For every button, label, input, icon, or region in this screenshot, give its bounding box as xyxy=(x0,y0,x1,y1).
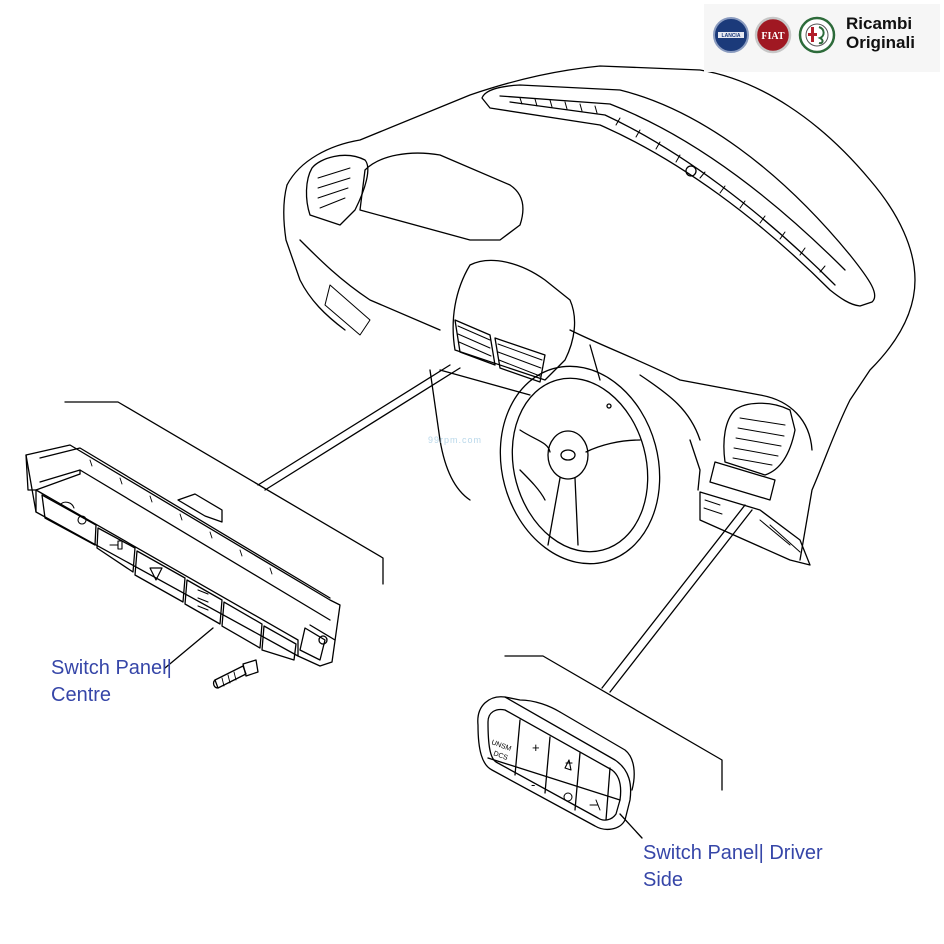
watermark: 99rpm.com xyxy=(428,435,483,445)
lancia-badge-text: LANCIA xyxy=(722,33,741,39)
label-centre-line-2: Centre xyxy=(51,684,112,706)
label-switch-panel-driver-side: Switch Panel| Driver Side xyxy=(643,840,883,894)
fiat-badge-icon: FIAT xyxy=(754,16,792,54)
fiat-badge-text: FIAT xyxy=(761,31,784,42)
brand-line-1: Ricambi xyxy=(846,14,913,33)
steering-wheel xyxy=(499,365,661,565)
lancia-badge-icon: LANCIA xyxy=(712,16,750,54)
switch-panel-driver-side xyxy=(477,696,635,831)
brand-title: Ricambi Originali xyxy=(846,14,915,52)
switch-panel-centre xyxy=(25,444,341,667)
leader-lines xyxy=(64,364,753,839)
label-driver-line-1: Switch Panel| Driver xyxy=(643,842,823,864)
dashboard-assembly xyxy=(283,65,916,566)
label-driver-line-2: Side xyxy=(643,869,684,891)
driver-plus-symbol: + xyxy=(532,740,540,755)
label-centre-line-1: Switch Panel| xyxy=(51,657,172,679)
screw xyxy=(212,659,259,689)
alfa-romeo-badge-icon xyxy=(798,16,836,54)
brand-line-2: Originali xyxy=(846,33,915,52)
driver-mode-text-2: DCS xyxy=(492,750,509,762)
driver-minus-symbol: - xyxy=(531,777,535,792)
label-switch-panel-centre: Switch Panel| Centre xyxy=(51,655,221,709)
brand-logos: LANCIA FIAT Ricambi Originali xyxy=(704,4,940,72)
